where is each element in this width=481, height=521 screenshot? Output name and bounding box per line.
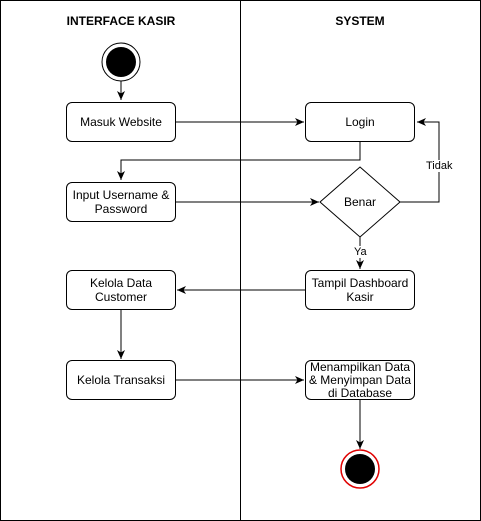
edge-login-input	[117, 142, 361, 180]
lane-title-system: SYSTEM	[335, 14, 385, 28]
lane-title-interface-kasir: INTERFACE KASIR	[66, 14, 176, 28]
activity-masuk-website: Masuk Website	[66, 102, 176, 142]
activity-menampilkan-data: Menampilkan Data & Menyimpan Data di Dat…	[305, 360, 415, 400]
activity-kelola-transaksi: Kelola Transaksi	[66, 360, 176, 400]
activity-kelola-customer: Kelola Data Customer	[66, 270, 176, 310]
activity-tampil-dashboard: Tampil Dashboard Kasir	[305, 270, 415, 310]
activity-login: Login	[305, 102, 415, 142]
start-node	[106, 47, 136, 77]
end-node	[345, 454, 375, 484]
activity-input-username-password: Input Username & Password	[66, 182, 176, 222]
edge-label-tidak: Tidak	[426, 160, 453, 172]
decision-label: Benar	[343, 195, 377, 209]
edge-label-ya: Ya	[354, 246, 367, 258]
